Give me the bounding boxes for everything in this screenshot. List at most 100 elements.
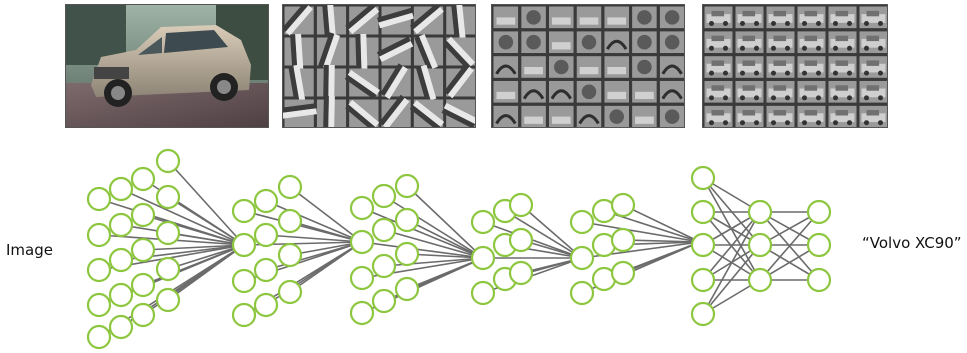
filter-tile (577, 106, 602, 128)
connection-line (289, 186, 363, 243)
filter-tile (632, 56, 657, 78)
hidden-layer-3 (470, 192, 534, 306)
filter-tile (521, 106, 546, 128)
neuron-node (508, 227, 534, 253)
filter-tile (283, 5, 314, 36)
filter-tile (521, 81, 546, 103)
connection-line (383, 229, 484, 259)
filter-tile (494, 106, 519, 128)
neuron-node (569, 209, 595, 235)
neuron-node (470, 245, 496, 271)
filter-tile (736, 7, 764, 29)
filter-tile (577, 56, 602, 78)
layer1-filter-grid (282, 4, 476, 128)
neuron-node (508, 260, 534, 286)
input-label: Image (6, 241, 53, 259)
neuron-node (130, 202, 156, 228)
layer2-filter-grid (491, 4, 685, 128)
neuron-node (747, 199, 773, 225)
filter-tile (705, 106, 733, 128)
neuron-node (470, 209, 496, 235)
filter-tile (767, 106, 795, 128)
connection-line (622, 204, 701, 243)
filter-tile (549, 56, 574, 78)
filter-tile (317, 32, 346, 69)
neuron-node (610, 192, 636, 218)
output-label: “Volvo XC90” (862, 234, 962, 252)
neuron-node (231, 268, 257, 294)
neuron-node (806, 267, 832, 293)
filter-tile (705, 31, 733, 53)
filter-tile (798, 106, 826, 128)
filter-tile (705, 81, 733, 103)
filter-tile (494, 31, 519, 53)
connection-line (289, 241, 363, 293)
neuron-node (130, 302, 156, 328)
filter-tile (549, 31, 574, 53)
filter-tile (829, 7, 857, 29)
neuron-node (394, 173, 420, 199)
filter-tile (521, 56, 546, 78)
neuron-node (86, 324, 112, 350)
neuron-node (690, 165, 716, 191)
filter-tile (632, 81, 657, 103)
hidden-layer-4 (569, 192, 636, 306)
filter-tile (494, 56, 519, 78)
neuron-node (806, 232, 832, 258)
neuron-node (690, 232, 716, 258)
hidden-layer-2 (349, 173, 420, 326)
connection-line (167, 196, 245, 246)
connection-line (361, 241, 484, 259)
neuron-node (130, 166, 156, 192)
neuron-node (108, 314, 134, 340)
neuron-node (277, 208, 303, 234)
filter-tile (660, 56, 685, 78)
filter-tile (317, 5, 346, 39)
neuron-node (349, 265, 375, 291)
filter-tile (317, 65, 346, 100)
neuron-node (690, 199, 716, 225)
neuron-node (108, 176, 134, 202)
connection-line (406, 185, 484, 259)
connection-line (361, 207, 484, 259)
neuron-node (371, 183, 397, 209)
connection-line (289, 241, 363, 256)
neuron-node (371, 288, 397, 314)
filter-tile (767, 81, 795, 103)
object-filters (703, 5, 888, 128)
filter-tile (767, 7, 795, 29)
filter-tile (860, 56, 888, 78)
filter-tile (632, 31, 657, 53)
neurons (86, 148, 832, 350)
connection-line (383, 195, 484, 259)
neuron-node (253, 188, 279, 214)
filter-tile (345, 5, 379, 35)
neuron-node (470, 280, 496, 306)
neuron-node (690, 301, 716, 327)
car-photo (66, 5, 268, 127)
filter-tile (283, 100, 317, 128)
neuron-node (394, 241, 420, 267)
filter-tile (521, 7, 546, 29)
neuron-node (747, 232, 773, 258)
filter-tile (736, 31, 764, 53)
filter-tile (604, 7, 629, 29)
connection-line (383, 257, 484, 267)
neuron-node (108, 247, 134, 273)
filter-tile (860, 31, 888, 53)
connection-line (622, 241, 701, 274)
filter-tile (410, 100, 444, 129)
input-layer (86, 148, 181, 350)
connection-line (702, 244, 761, 315)
connection-line (167, 160, 245, 246)
filter-tile (604, 31, 629, 53)
connection-line (622, 239, 701, 243)
neuron-node (155, 220, 181, 246)
filter-tile (660, 106, 685, 128)
filter-tile (736, 106, 764, 128)
filter-tile (604, 106, 629, 128)
filter-tile (549, 7, 574, 29)
filter-tile (494, 81, 519, 103)
filter-tile (660, 81, 685, 103)
connection-line (167, 244, 245, 301)
